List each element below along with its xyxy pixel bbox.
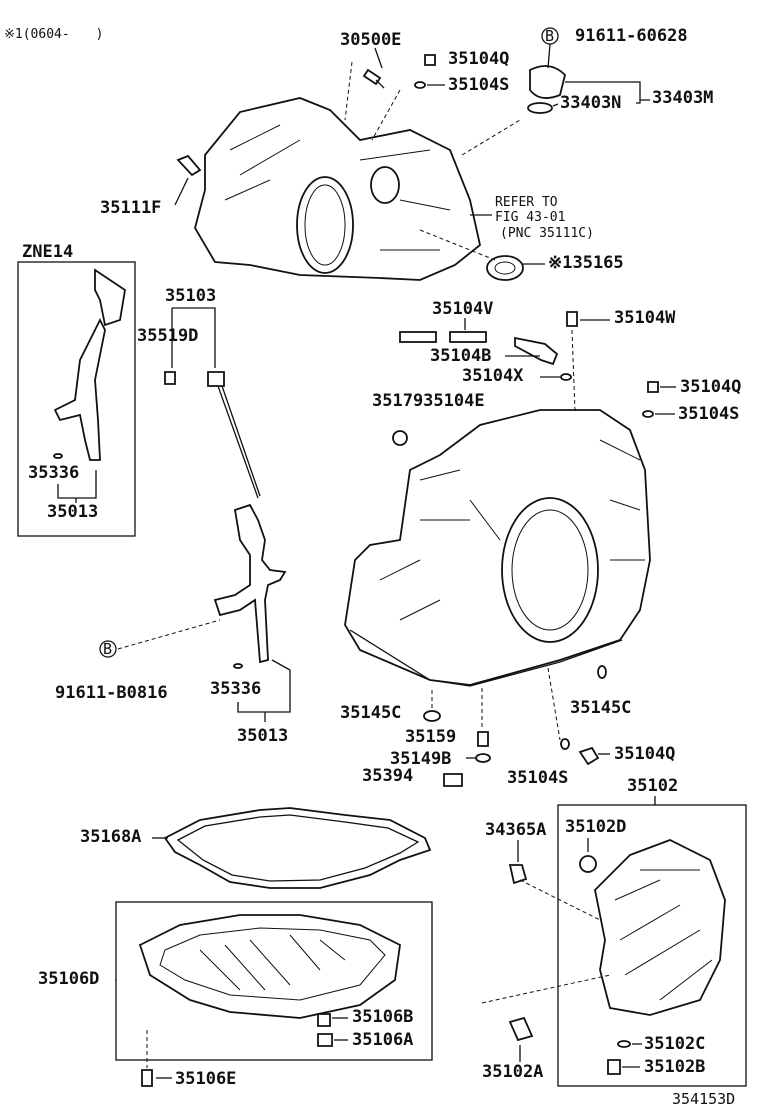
gasket-35145c-left: [423, 710, 441, 722]
label-30500e: 30500E: [340, 30, 401, 50]
label-35104x: 35104X: [462, 366, 524, 386]
label-35104s-low: 35104S: [507, 768, 568, 788]
bolt-35111f: [176, 154, 202, 177]
oring-35104x: [560, 373, 572, 381]
label-35159: 35159: [405, 727, 456, 747]
circle-b-left-letter: B: [103, 640, 112, 658]
label-35168a: 35168A: [80, 827, 141, 847]
zne14-title: ZNE14: [22, 242, 73, 262]
oil-pan-35106: [138, 914, 401, 1019]
plug-35104w: [566, 311, 578, 327]
pin-35104v-b: [449, 331, 487, 343]
plug-35102d: [579, 855, 597, 873]
label-35519d: 35519D: [137, 326, 198, 346]
label-91611-60628: 91611-60628: [575, 26, 688, 46]
label-35104b: 35104B: [430, 346, 491, 366]
oring-35102c: [617, 1040, 631, 1048]
label-34365a: 34365A: [485, 820, 546, 840]
bolt-35106e: [141, 1069, 153, 1087]
plug-35104q-top: [424, 54, 436, 66]
label-35145c-right: 35145C: [570, 698, 631, 718]
label-35102b: 35102B: [644, 1057, 705, 1077]
label-35104q-low: 35104Q: [614, 744, 675, 764]
label-35179-35104e: 3517935104E: [372, 391, 485, 411]
transaxle-case: [344, 409, 651, 687]
speed-sensor-33403m: [527, 65, 566, 114]
header-note: ※1(0604- ): [4, 27, 104, 42]
label-35111f: 35111F: [100, 198, 161, 218]
extension-housing-box: [557, 804, 747, 1087]
footer-code: 354153D: [672, 1090, 735, 1108]
plug-35104q-mid: [647, 381, 659, 393]
washer-35149b: [475, 753, 491, 763]
label-35104q-mid: 35104Q: [680, 377, 741, 397]
plug-35104q-low: [578, 746, 600, 766]
label-35104q-top: 35104Q: [448, 49, 509, 69]
bolt-35106b: [317, 1013, 331, 1027]
bolt-35102b: [607, 1059, 621, 1075]
refer-note-line1: REFER TO: [495, 195, 558, 210]
label-35102c: 35102C: [644, 1034, 705, 1054]
label-35013-mid: 35013: [237, 726, 288, 746]
circle-b-left: [99, 640, 117, 658]
oring-35104s-low: [560, 738, 570, 750]
label-91611-b0816: 91611-B0816: [55, 683, 168, 703]
bolt-35106a: [317, 1033, 333, 1047]
label-35104s-top: 35104S: [448, 75, 509, 95]
label-35336-mid: 35336: [210, 679, 261, 699]
label-35145c-left: 35145C: [340, 703, 401, 723]
oil-seal-35165: [486, 255, 524, 281]
oil-level-gauge-guide-left: [53, 268, 126, 461]
label-33403m: 33403M: [652, 88, 713, 108]
label-35102d: 35102D: [565, 817, 626, 837]
circle-b-top-letter: B: [545, 27, 554, 45]
extension-housing-35102: [594, 839, 726, 1016]
label-35336-left: 35336: [28, 463, 79, 483]
label-35103: 35103: [165, 286, 216, 306]
dipstick-35103: [207, 371, 261, 499]
magnet-35394: [443, 773, 463, 787]
label-35106b: 35106B: [352, 1007, 413, 1027]
zne14-box: [17, 261, 136, 537]
clip-35519d: [164, 371, 176, 385]
label-35104v: 35104V: [432, 299, 493, 319]
bolt-35102a: [508, 1016, 534, 1042]
label-35104w: 35104W: [614, 308, 676, 328]
oil-level-gauge-guide-center: [213, 503, 287, 664]
transaxle-housing: [194, 97, 482, 281]
label-35165: ※135165: [548, 253, 624, 273]
plug-35159: [477, 731, 489, 747]
plug-35179: [392, 430, 408, 446]
pin-35104v-a: [399, 331, 437, 343]
refer-note-line3: (PNC 35111C): [500, 226, 594, 241]
label-35102a: 35102A: [482, 1062, 543, 1082]
oring-35336-mid: [233, 663, 243, 669]
bolt-30500e: [344, 61, 385, 121]
union-35104b: [514, 336, 559, 366]
label-35102: 35102: [627, 776, 678, 796]
label-35394: 35394: [362, 766, 413, 786]
oring-35104s-mid: [642, 410, 654, 418]
oring-35336-left: [53, 453, 63, 459]
oil-pan-gasket-35168a: [163, 807, 432, 889]
label-35106a: 35106A: [352, 1030, 413, 1050]
label-35013-left: 35013: [47, 502, 98, 522]
refer-note-line2: FIG 43-01: [495, 210, 565, 225]
bolt-34365a: [508, 864, 528, 885]
oil-pan-box: [115, 901, 433, 1061]
label-35106d: 35106D: [38, 969, 99, 989]
label-35149b: 35149B: [390, 749, 451, 769]
label-35106e: 35106E: [175, 1069, 236, 1089]
oring-35104s-top: [414, 81, 426, 89]
label-35104s-mid: 35104S: [678, 404, 739, 424]
label-33403n: 33403N: [560, 93, 621, 113]
